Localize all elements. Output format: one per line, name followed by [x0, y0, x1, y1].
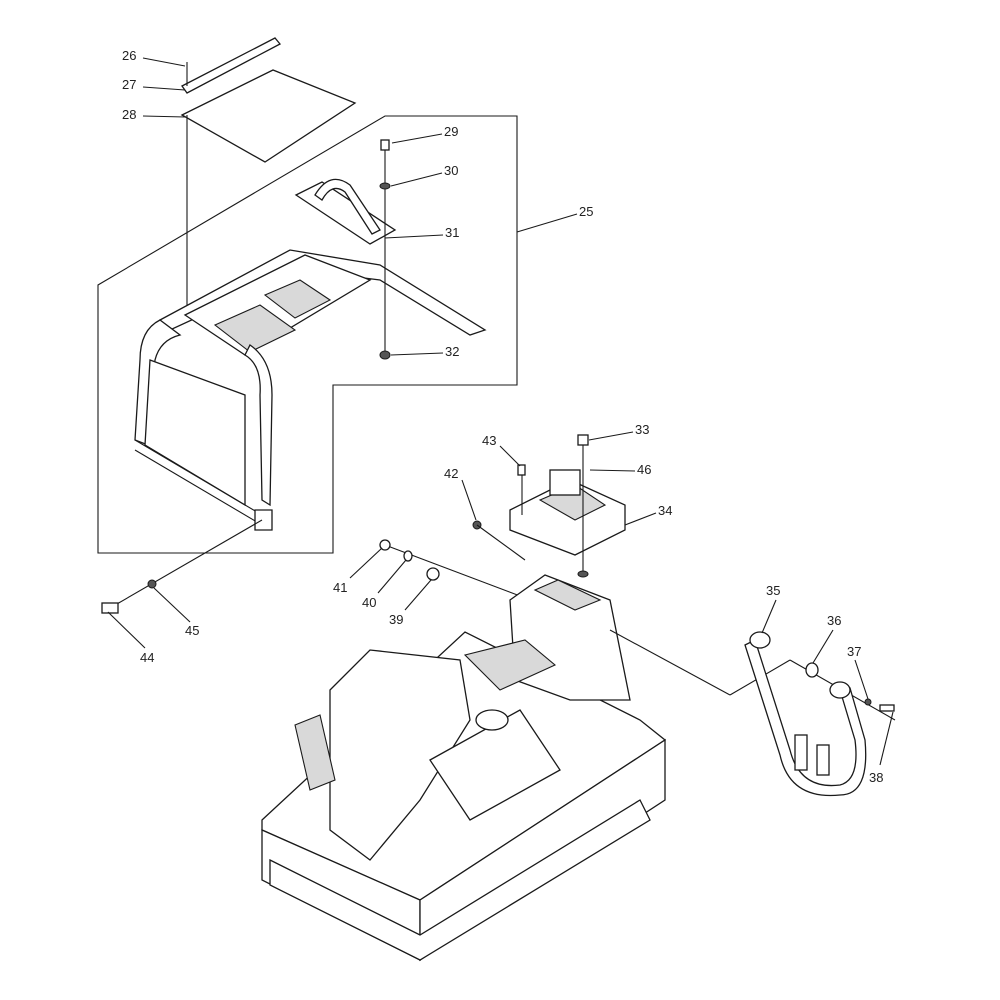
- washer-37: [864, 698, 872, 706]
- washer-36: [805, 662, 819, 678]
- leader-lines: [107, 57, 894, 766]
- screw-33: [577, 434, 589, 446]
- washer-40: [403, 550, 413, 562]
- roll-frame: [134, 249, 487, 531]
- callout-36: 36: [827, 613, 841, 628]
- callout-31: 31: [445, 225, 459, 240]
- control-housing-34: [509, 469, 626, 556]
- nut-33: [577, 570, 589, 578]
- callout-28: 28: [122, 107, 136, 122]
- bolt-38: [879, 704, 895, 712]
- callout-25: 25: [579, 204, 593, 219]
- handle-35: [744, 631, 867, 797]
- callout-42: 42: [444, 466, 458, 481]
- bolt-44: [101, 602, 119, 614]
- handle-31: [294, 178, 397, 245]
- nut-41: [379, 539, 391, 551]
- callout-33: 33: [635, 422, 649, 437]
- callout-35: 35: [766, 583, 780, 598]
- machine-base: [261, 574, 667, 962]
- strip-27: [181, 37, 282, 94]
- callout-46: 46: [637, 462, 651, 477]
- callout-41: 41: [333, 580, 347, 595]
- callout-29: 29: [444, 124, 458, 139]
- callout-30: 30: [444, 163, 458, 178]
- callout-34: 34: [658, 503, 672, 518]
- callout-40: 40: [362, 595, 376, 610]
- nut-32: [379, 350, 391, 360]
- callout-26: 26: [122, 48, 136, 63]
- callout-38: 38: [869, 770, 883, 785]
- screw-43: [517, 464, 526, 476]
- callout-43: 43: [482, 433, 496, 448]
- plate-28: [180, 69, 357, 163]
- bushing-39: [426, 567, 440, 581]
- callout-44: 44: [140, 650, 154, 665]
- washer-45: [147, 579, 157, 589]
- callout-32: 32: [445, 344, 459, 359]
- washer-30: [379, 182, 391, 190]
- callout-45: 45: [185, 623, 199, 638]
- bolt-29: [380, 139, 390, 151]
- callout-37: 37: [847, 644, 861, 659]
- callout-39: 39: [389, 612, 403, 627]
- callout-27: 27: [122, 77, 136, 92]
- assembly-25-boundary: [97, 115, 518, 554]
